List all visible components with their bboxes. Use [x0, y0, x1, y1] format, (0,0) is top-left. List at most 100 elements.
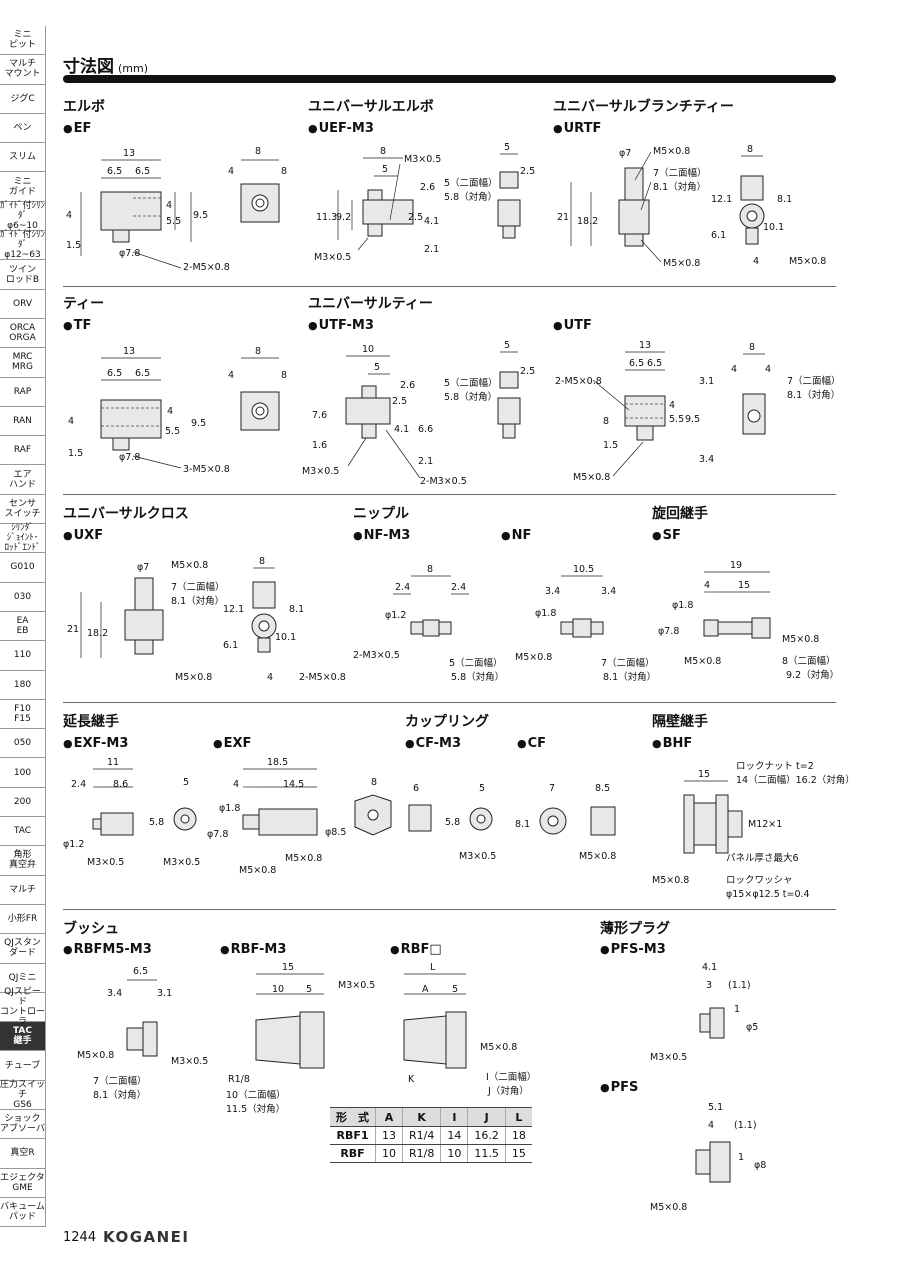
sidebar-item[interactable]: RAF — [0, 436, 46, 466]
dimension-label: 18.5 — [267, 757, 288, 768]
dimension-label: 2.1 — [418, 456, 433, 467]
sidebar-item[interactable]: QJミニ — [0, 963, 46, 993]
dimension-label: 3.1 — [699, 376, 714, 387]
sidebar-item[interactable]: 030 — [0, 582, 46, 612]
dimension-label: 7（二面幅） — [787, 375, 841, 387]
sidebar-item[interactable]: 110 — [0, 641, 46, 671]
dimension-label: 8 — [427, 564, 433, 575]
sidebar-item[interactable]: エジェクタ GME — [0, 1168, 46, 1198]
sidebar-item[interactable]: ペン — [0, 113, 46, 144]
sidebar-item[interactable]: QJスピード コントローラ — [0, 987, 46, 1027]
dimension-label: M5×0.8 — [782, 634, 819, 645]
dimension-label: 21 — [67, 624, 79, 635]
model-exf: EXF — [213, 736, 252, 751]
sidebar-item[interactable]: マルチ — [0, 875, 46, 905]
section-title-thin-plug: 薄形プラグ — [600, 921, 670, 937]
sidebar-item[interactable]: チューブ — [0, 1051, 46, 1081]
model-utf: UTF — [553, 318, 592, 333]
model-pfs-m3: PFS-M3 — [600, 942, 666, 957]
sidebar-item[interactable]: ｼﾘﾝﾀﾞ ｼﾞｮｲﾝﾄ･ ﾛｯﾄﾞｴﾝﾄﾞ — [0, 523, 46, 554]
sidebar-item[interactable]: 200 — [0, 787, 46, 818]
sidebar-item[interactable]: 050 — [0, 729, 46, 759]
dimension-label: 10 — [362, 344, 374, 355]
dimension-label: 6.5 — [107, 166, 122, 177]
dimension-label: φ5 — [746, 1022, 758, 1033]
sidebar-item[interactable]: QJスタン ダード — [0, 934, 46, 964]
sidebar-item[interactable]: マルチ マウント — [0, 55, 46, 85]
model-ef: EF — [63, 121, 92, 136]
sidebar-item[interactable]: ショック アブソーバ — [0, 1109, 46, 1140]
dimension-label: 1.5 — [68, 448, 83, 459]
model-utf-m3: UTF-M3 — [308, 318, 374, 333]
model-cf: CF — [517, 736, 546, 751]
sidebar-item[interactable]: センサ スイッチ — [0, 494, 46, 525]
sidebar-item[interactable]: EA EB — [0, 611, 46, 642]
sidebar-item[interactable]: TAC 継手 — [0, 1022, 46, 1052]
dimension-label: 8 — [371, 777, 377, 788]
sidebar-item[interactable]: G010 — [0, 553, 46, 583]
dimension-label: 2.4 — [395, 582, 410, 593]
dimension-label: φ7.8 — [207, 829, 228, 840]
dimension-label: 3.4 — [601, 586, 616, 597]
dimension-label: M5×0.8 — [573, 472, 610, 483]
dimension-label: φ7.8 — [119, 452, 140, 463]
dimension-label: 2.4 — [451, 582, 466, 593]
sidebar-item[interactable]: 180 — [0, 670, 46, 700]
dimension-label: 7（二面幅） — [93, 1075, 147, 1087]
dimension-label: 6 — [413, 783, 419, 794]
dimension-label: 8 — [281, 370, 287, 381]
sidebar-item[interactable]: 角形 真空弁 — [0, 846, 46, 876]
dimension-label: φ8.5 — [325, 827, 346, 838]
dimension-label: 4 — [233, 779, 239, 790]
sidebar-item[interactable]: エア ハンド — [0, 465, 46, 495]
sidebar-item[interactable]: F10 F15 — [0, 699, 46, 730]
table-header-cell: A — [375, 1107, 403, 1127]
sidebar-item[interactable]: ミニ ピット — [0, 26, 46, 56]
dimension-label: M5×0.8 — [171, 560, 208, 571]
table-cell: 14 — [440, 1126, 468, 1145]
dimension-label: 4 — [66, 210, 72, 221]
sidebar-item[interactable]: 真空R — [0, 1139, 46, 1169]
sidebar-item[interactable]: スリム — [0, 143, 46, 173]
dimension-label: 4 — [753, 256, 759, 267]
dimension-label: 9.5 — [191, 418, 206, 429]
dimension-label: φ7 — [137, 562, 149, 573]
dimension-label: 7（二面幅） — [601, 657, 655, 669]
sidebar-item[interactable]: 100 — [0, 758, 46, 788]
sidebar-item[interactable]: ツイン ロッドB — [0, 260, 46, 290]
sidebar-item[interactable]: ORV — [0, 289, 46, 319]
dimension-label: 12.1 — [711, 194, 732, 205]
brand-logo: KOGANEI — [103, 1228, 190, 1246]
section-title-bulkhead: 隔壁継手 — [652, 714, 708, 730]
model-urtf: URTF — [553, 121, 602, 136]
dimension-label: 7.6 — [312, 410, 327, 421]
model-rbf-m3: RBF-M3 — [220, 942, 287, 957]
sidebar-item[interactable]: MRC MRG — [0, 348, 46, 378]
dimension-label: 5.5 — [165, 426, 180, 437]
sidebar-item[interactable]: ｶﾞｲﾄﾞ付ｼﾘﾝﾀﾞ φ12~63 — [0, 230, 46, 261]
dimension-label: 8.1 — [289, 604, 304, 615]
model-bhf: BHF — [652, 736, 693, 751]
dimension-label: 21 — [557, 212, 569, 223]
dimension-label: 5 — [183, 777, 189, 788]
dimension-label: φ7.8 — [658, 626, 679, 637]
sidebar-item[interactable]: 小形FR — [0, 904, 46, 935]
table-header-cell: I — [440, 1107, 468, 1127]
sidebar-item[interactable]: RAP — [0, 377, 46, 407]
header-bar — [63, 75, 836, 83]
sidebar-item[interactable]: ｶﾞｲﾄﾞ付ｼﾘﾝﾀﾞ φ6~10 — [0, 200, 46, 232]
dimension-label: 18.2 — [87, 628, 108, 639]
sidebar-item[interactable]: ジグC — [0, 84, 46, 114]
sidebar-item[interactable]: ミニ ガイド — [0, 172, 46, 202]
sidebar-item[interactable]: 圧力スイッチ GS6 — [0, 1079, 46, 1110]
sidebar-item[interactable]: バキューム パッド — [0, 1197, 46, 1228]
sidebar-item[interactable]: TAC — [0, 817, 46, 847]
dimension-label: 1.5 — [66, 240, 81, 251]
dimension-label: 13 — [639, 340, 651, 351]
sidebar-item[interactable]: ORCA ORGA — [0, 318, 46, 349]
sidebar-item[interactable]: RAN — [0, 406, 46, 437]
dimension-label: 4 — [68, 416, 74, 427]
